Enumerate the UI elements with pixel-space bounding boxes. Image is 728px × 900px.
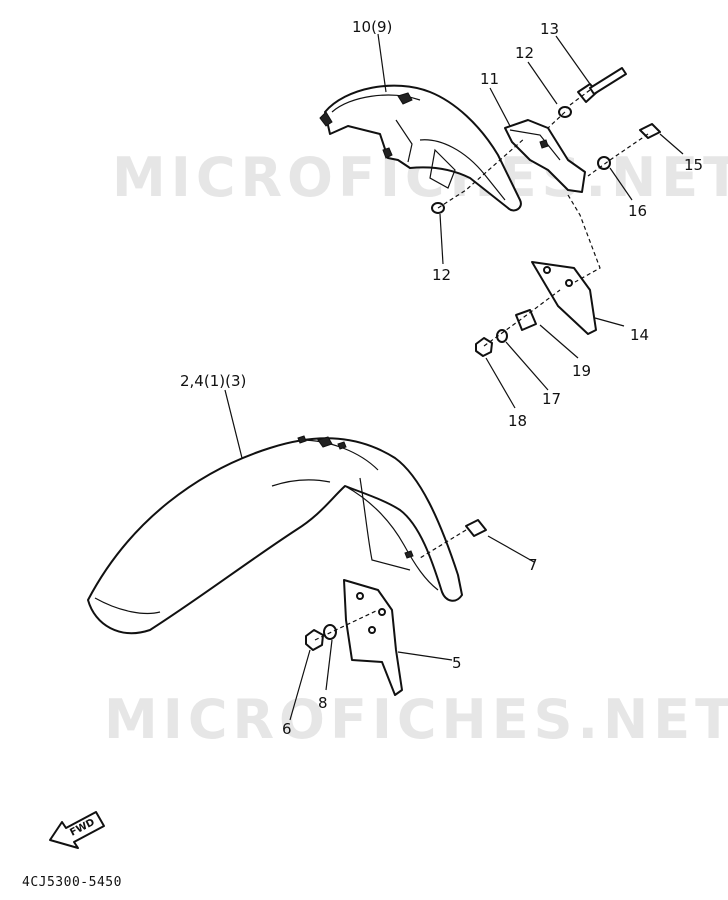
callout-8: 8 bbox=[318, 694, 328, 712]
fwd-arrow: FWD bbox=[49, 811, 105, 849]
front-fender bbox=[87, 435, 463, 635]
rear-fender bbox=[319, 84, 522, 212]
callout-15: 15 bbox=[684, 156, 703, 174]
reference-code: 4CJ5300-5450 bbox=[22, 875, 122, 890]
callout-19: 19 bbox=[572, 362, 591, 380]
assembly-line-1 bbox=[547, 111, 566, 129]
leader-lines bbox=[224, 33, 684, 721]
collar-19 bbox=[515, 309, 537, 331]
callout-2-4: 2,4(1)(3) bbox=[180, 372, 246, 390]
assembly-line-4 bbox=[437, 137, 526, 209]
callout-17: 17 bbox=[542, 390, 561, 408]
bolt-13 bbox=[577, 67, 627, 103]
callout-16: 16 bbox=[628, 202, 647, 220]
callout-7: 7 bbox=[528, 556, 538, 574]
nut-18 bbox=[475, 337, 493, 357]
bolt-15 bbox=[639, 123, 661, 139]
bolt-7 bbox=[465, 519, 487, 537]
callout-18: 18 bbox=[508, 412, 527, 430]
assembly-line-6 bbox=[483, 289, 561, 347]
washer-8 bbox=[323, 624, 337, 640]
assembly-line-2 bbox=[565, 89, 591, 109]
assembly-line-7 bbox=[419, 529, 467, 559]
watermark-bottom: MICROFICHES.NET bbox=[104, 688, 728, 751]
bracket-11 bbox=[504, 119, 586, 193]
nut-6 bbox=[305, 629, 324, 651]
callout-5: 5 bbox=[452, 654, 462, 672]
assembly-line-8 bbox=[314, 609, 379, 641]
bracket-5 bbox=[343, 579, 403, 696]
callout-6: 6 bbox=[282, 720, 292, 738]
assembly-line-3 bbox=[587, 133, 649, 177]
callout-11: 11 bbox=[480, 70, 499, 88]
assembly-line-5 bbox=[567, 194, 601, 283]
callout-10-9: 10(9) bbox=[352, 18, 392, 36]
callout-12b: 12 bbox=[432, 266, 451, 284]
callout-13: 13 bbox=[540, 20, 559, 38]
plate-14 bbox=[531, 261, 597, 335]
callout-12a: 12 bbox=[515, 44, 534, 62]
callout-14: 14 bbox=[630, 326, 649, 344]
